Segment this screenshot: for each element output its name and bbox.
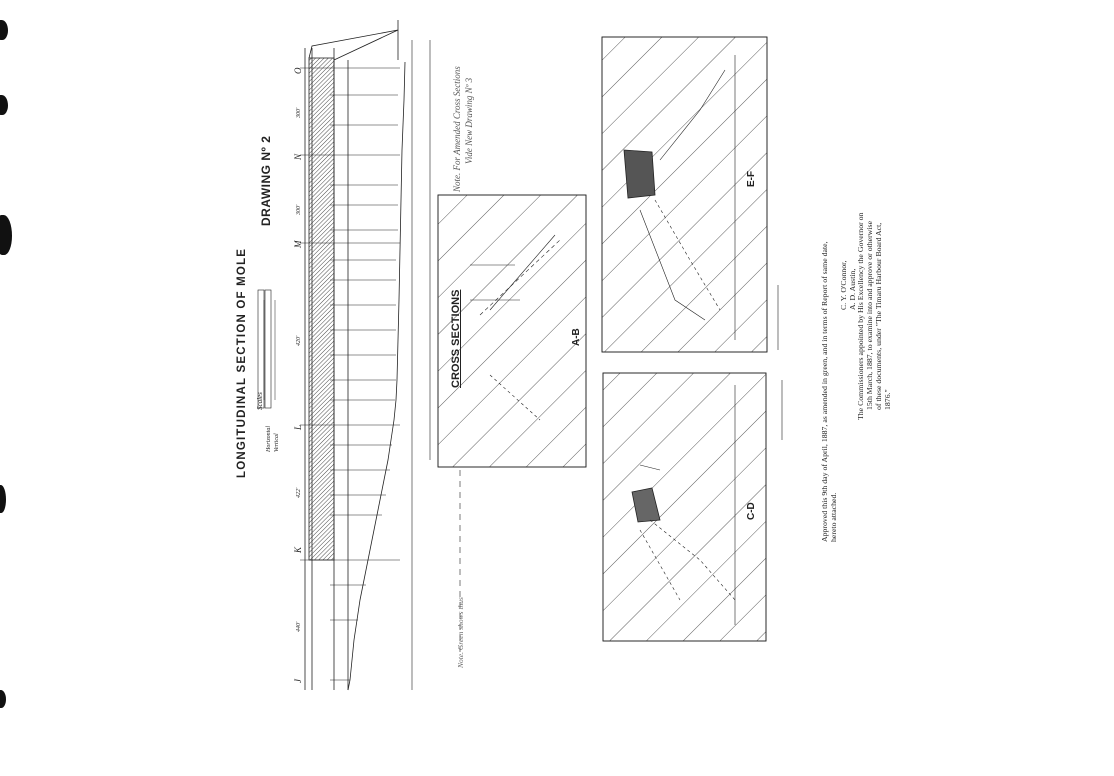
drawing-number: DRAWING Nº 2 — [259, 135, 273, 226]
commission-line4: 1876." — [883, 389, 892, 410]
scales-label: Scales — [256, 392, 264, 410]
commission-line3: of these documents, under "The Timaru Ha… — [874, 222, 883, 410]
span-no: 300' — [296, 107, 302, 118]
note-amended-line2: Vide New Drawing Nº 3 — [464, 77, 474, 164]
chainage-j: J — [293, 679, 303, 683]
cross-section-ab — [437, 194, 587, 468]
drawing-title: LONGITUDINAL SECTION OF MOLE — [236, 247, 248, 478]
span-lm: 420' — [296, 335, 302, 346]
section-label-cd: C-D — [746, 502, 757, 520]
approval-line2: hereto attached. — [829, 492, 838, 542]
longitudinal-section — [257, 20, 461, 691]
scale-vertical-label: Vertical — [274, 433, 280, 452]
binding-mark-2 — [0, 95, 8, 115]
commission-line1: The Commissioners appointed by His Excel… — [856, 212, 865, 420]
scale-ticks — [777, 285, 783, 440]
section-label-ab: A-B — [571, 328, 582, 346]
chainage-o: O — [293, 67, 303, 75]
cross-section-cd — [602, 372, 767, 642]
chainage-m: M — [293, 240, 303, 249]
span-jk: 440' — [296, 621, 302, 632]
chainage-l: L — [293, 424, 303, 430]
signature-oconnor: C. Y. O'Connor, — [839, 260, 848, 310]
span-mn: 300' — [296, 204, 302, 215]
cross-sections-title: CROSS SECTIONS — [450, 289, 462, 388]
commission-line2: 15th March, 1887, to examine into and ap… — [865, 220, 874, 410]
span-kl: 422' — [296, 487, 302, 498]
chainage-k: K — [293, 546, 303, 553]
binding-mark-1 — [0, 20, 8, 40]
binding-mark-4 — [0, 485, 6, 513]
note-amended-line1: Note. For Amended Cross Sections — [452, 66, 462, 192]
chainage-n: N — [293, 153, 303, 160]
approval-line1: Approved this 9th day of April, 1887, as… — [820, 241, 829, 542]
note-green: Note. Green shows thus — [456, 597, 465, 668]
section-label-ef: E-F — [746, 170, 757, 187]
binding-mark-3 — [0, 215, 12, 255]
binding-mark-5 — [0, 690, 6, 708]
scale-horizontal-label: Horizontal — [266, 425, 272, 452]
cross-section-ef — [601, 36, 768, 353]
